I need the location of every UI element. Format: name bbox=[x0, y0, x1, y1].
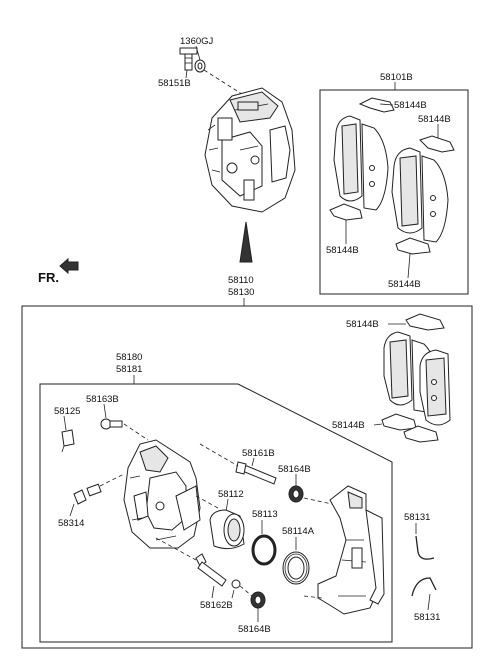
label-58144B-1: 58144B bbox=[394, 100, 427, 111]
front-arrow-icon bbox=[59, 257, 79, 275]
brake-pad-set-top bbox=[329, 97, 455, 255]
label-58144B-5: 58144B bbox=[346, 319, 379, 330]
label-58114A: 58114A bbox=[282, 526, 315, 537]
caliper-bracket-icon bbox=[317, 485, 385, 615]
washer-icon bbox=[194, 59, 206, 73]
guide-rod-top-icon bbox=[235, 461, 277, 485]
label-58101B: 58101B bbox=[380, 72, 413, 83]
label-58164B-top: 58164B bbox=[278, 464, 311, 475]
wear-sensor-bottom-icon bbox=[411, 577, 437, 597]
label-58113: 58113 bbox=[252, 509, 278, 520]
bleeder-cap-icon bbox=[61, 429, 75, 453]
caliper-body-icon bbox=[204, 87, 296, 213]
label-58151B-top: 58151B bbox=[158, 78, 191, 89]
label-58144B-2: 58144B bbox=[418, 114, 451, 125]
guide-bolt-icon bbox=[179, 47, 198, 71]
guide-rod-bottom-icon bbox=[195, 553, 241, 589]
label-58131-bottom: 58131 bbox=[414, 612, 440, 623]
label-58112: 58112 bbox=[218, 489, 244, 500]
label-58163B: 58163B bbox=[86, 394, 119, 405]
direction-arrow-icon bbox=[239, 221, 253, 263]
pad-kit-box bbox=[319, 89, 469, 295]
label-58125: 58125 bbox=[54, 406, 80, 417]
boot-top-icon bbox=[288, 485, 304, 503]
label-58314: 58314 bbox=[58, 518, 84, 529]
caliper-assembly-box bbox=[21, 305, 473, 649]
piston-icon bbox=[209, 509, 245, 550]
label-58144B-3: 58144B bbox=[326, 245, 359, 256]
caliper-housing-icon bbox=[123, 439, 201, 549]
label-58161B: 58161B bbox=[242, 448, 275, 459]
label-58131-top: 58131 bbox=[404, 512, 430, 523]
piston-boot-icon bbox=[282, 551, 310, 585]
label-58164B-bottom: 58164B bbox=[238, 624, 271, 635]
front-direction-indicator: FR. bbox=[38, 257, 79, 285]
label-58144B-6: 58144B bbox=[332, 420, 365, 431]
brake-pad-set-right bbox=[381, 313, 451, 443]
label-58144B-4: 58144B bbox=[388, 279, 421, 290]
front-direction-label: FR. bbox=[38, 270, 59, 285]
bleeder-screw-icon bbox=[73, 483, 102, 505]
caliper-assembly-illustration bbox=[179, 47, 296, 263]
label-58110: 58110 bbox=[228, 275, 254, 286]
label-1360GJ: 1360GJ bbox=[180, 36, 214, 47]
label-58162B: 58162B bbox=[200, 600, 233, 611]
wear-sensor-top-icon bbox=[415, 535, 435, 560]
boot-bottom-icon bbox=[250, 591, 266, 609]
label-58130: 58130 bbox=[228, 287, 254, 298]
label-58180: 58180 bbox=[116, 352, 142, 363]
label-58181: 58181 bbox=[116, 364, 142, 375]
piston-seal-icon bbox=[251, 534, 277, 566]
caliper-kit-box bbox=[39, 383, 393, 643]
bolt-cap-icon bbox=[100, 418, 123, 430]
